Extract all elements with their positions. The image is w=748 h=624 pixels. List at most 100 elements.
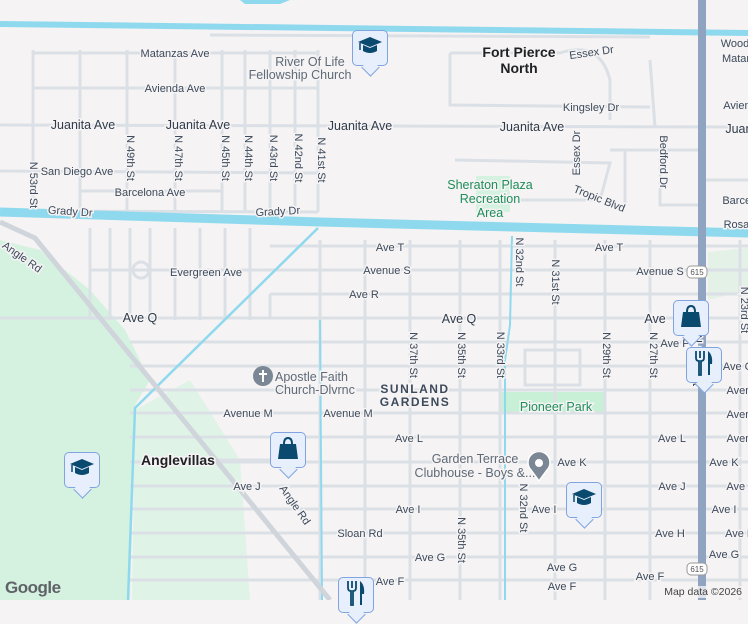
street-label: Ave F [636, 571, 665, 583]
restaurant-marker[interactable] [686, 347, 722, 383]
parks-label: Pioneer Park [520, 400, 593, 414]
street-label: Ave J [233, 481, 260, 493]
road [454, 158, 612, 202]
svg-text:615: 615 [690, 565, 704, 574]
street-label: N 41st St [315, 137, 327, 182]
area-labels-label: Anglevillas [141, 452, 215, 468]
park-east [708, 248, 748, 300]
shopping-marker[interactable] [270, 432, 306, 468]
road [648, 59, 657, 128]
street-label: N 32nd St [517, 484, 529, 533]
street-label: Ave K [709, 457, 739, 469]
pois-label: Garden Terrace [432, 452, 519, 466]
street-label: Avenue M [323, 408, 372, 420]
park-area-west-2 [132, 380, 250, 600]
street-label: Ave O [723, 361, 748, 373]
pois-label: Clubhouse - Boys &... [415, 466, 536, 480]
street-label: Ave L [395, 433, 423, 445]
street-label: N 42nd St [292, 134, 304, 183]
street-label: Barcelona Ave [115, 187, 186, 199]
street-label: N 43rd St [267, 135, 279, 181]
pois-label: Church-Dlvrnc [275, 383, 355, 397]
street-label: Grady Dr [255, 205, 301, 219]
education-marker[interactable] [64, 452, 100, 488]
angle-rd [0, 219, 332, 600]
street-label: Woodw [721, 38, 748, 50]
restaurant-marker[interactable] [338, 577, 374, 613]
parks-label: Sheraton Plaza [447, 178, 533, 192]
road [0, 123, 748, 129]
map-data-attribution[interactable]: Map data ©2026 [662, 586, 744, 598]
roundabout [131, 260, 151, 280]
street-label: N 32nd St [513, 238, 525, 287]
cross-icon [259, 370, 267, 382]
road [448, 53, 651, 109]
street-label: Kingsley Dr [563, 102, 620, 114]
street-label: Avenue S [636, 266, 684, 278]
street-label: Ave J [726, 481, 748, 493]
pois-label: Apostle Faith [275, 370, 348, 384]
street-label: Ave Q [442, 312, 477, 326]
street-label: N 53rd St [27, 162, 39, 208]
street-label: Ave G [709, 549, 739, 561]
street-label: Avenue [726, 409, 748, 421]
street-label: N 49th St [124, 135, 136, 181]
street-label: Ave [644, 312, 665, 326]
church-marker[interactable] [253, 366, 273, 386]
street-label: Ave F [376, 576, 405, 588]
street-label: Matanz [722, 53, 748, 65]
shopping-bag-icon [680, 304, 702, 333]
street-label: Ave I [712, 504, 737, 516]
road [610, 148, 748, 207]
route-shield: 615 615 [686, 265, 708, 576]
street-label: Ave Q [123, 311, 158, 325]
fork-knife-icon [693, 350, 715, 381]
street-label: N 47th St [172, 135, 184, 181]
street-label: Matanzas Ave [141, 48, 210, 60]
road [450, 48, 612, 120]
street-label: Barcelo [722, 195, 748, 207]
park-pioneer [501, 392, 604, 414]
graduation-cap-icon [357, 35, 383, 62]
street-label: Essex Dr [569, 44, 615, 62]
shopping-marker[interactable] [673, 300, 709, 336]
street-label: Ave T [595, 242, 624, 254]
street-label: N 45th St [219, 135, 231, 181]
place-marker[interactable] [527, 450, 551, 487]
education-marker[interactable] [352, 30, 388, 66]
street-label: N 44th St [242, 135, 254, 181]
fork-knife-icon [345, 580, 367, 611]
street-label: Juanita Ave [328, 119, 392, 133]
street-label: Ave J [658, 481, 685, 493]
street-label: Avenue [726, 433, 748, 445]
canals [0, 21, 748, 600]
park-area-west [0, 240, 150, 600]
street-label: Ave R [349, 289, 379, 301]
street-label: N 29th St [600, 332, 612, 378]
street-label: Avenue S [363, 265, 411, 277]
street-label: San Diego Ave [41, 166, 114, 178]
street-label: Ave L [658, 433, 686, 445]
street-label: Juanita Ave [166, 118, 230, 132]
street-label: Aviend [723, 100, 748, 112]
shopping-bag-icon [277, 436, 299, 465]
street-label: Ave F [548, 581, 577, 593]
street-label: N 33rd St [494, 332, 506, 378]
road [523, 348, 582, 387]
google-logo: Google [5, 578, 61, 597]
street-label: Juanita Ave [500, 120, 564, 134]
area-labels-label: SUNLAND [380, 382, 449, 396]
street-label: Ave P [660, 338, 689, 350]
street-label: Ave H [655, 528, 685, 540]
street-label: Ave I [396, 504, 421, 516]
education-marker[interactable] [566, 482, 602, 518]
pois-label: Fellowship Church [249, 68, 352, 82]
area-labels-label: Fort Pierce [482, 44, 555, 60]
road [209, 33, 651, 39]
graduation-cap-icon [69, 457, 95, 484]
street-label: Evergreen Ave [170, 267, 242, 279]
street-label: N 27th St [647, 332, 659, 378]
street-label: Grady Dr [48, 204, 94, 219]
street-label: Bedford Dr [657, 135, 669, 189]
